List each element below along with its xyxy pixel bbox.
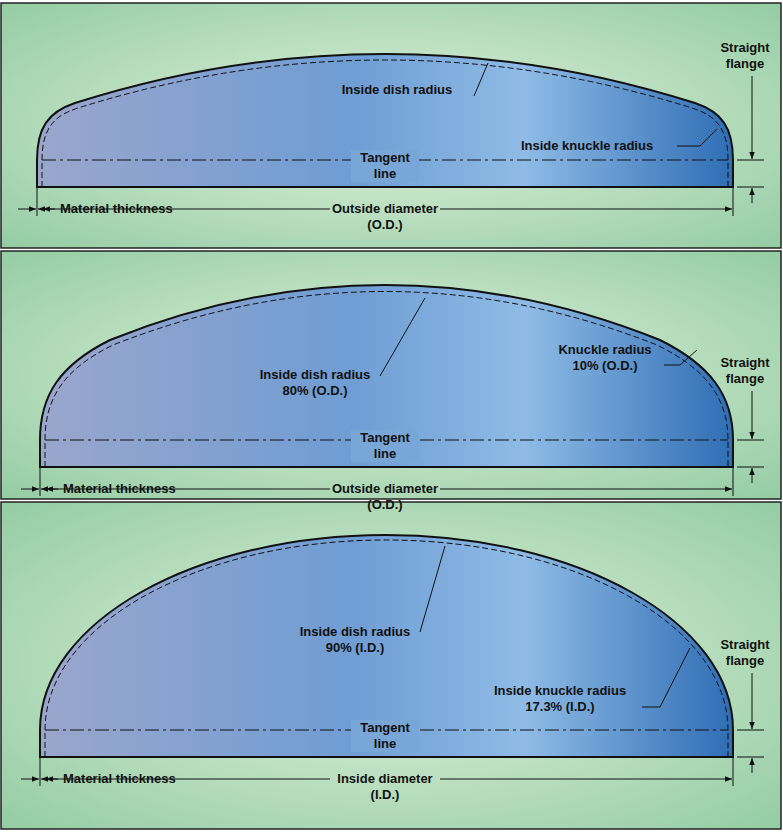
dimension-label: Inside dish radius 90% (I.D.) bbox=[291, 624, 419, 656]
dimension-label: Inside dish radius bbox=[332, 82, 462, 98]
tangent-line-label: Tangent line bbox=[351, 150, 419, 182]
dimension-label: Straight flange bbox=[714, 355, 776, 387]
dimension-label: Outside diameter (O.D.) bbox=[331, 481, 439, 513]
dimension-label: Inside knuckle radius 17.3% (I.D.) bbox=[482, 683, 638, 715]
dimension-label: Material thickness bbox=[60, 201, 173, 217]
dimension-label: Outside diameter (O.D.) bbox=[331, 201, 439, 233]
dimension-label: Material thickness bbox=[63, 771, 176, 787]
dimension-label: Knuckle radius 10% (O.D.) bbox=[549, 342, 661, 374]
tangent-line-label: Tangent line bbox=[351, 720, 419, 752]
dimension-label: Inside dish radius 80% (O.D.) bbox=[251, 367, 379, 399]
dimension-label: Inside knuckle radius bbox=[502, 138, 672, 154]
dimension-label: Inside diameter (I.D.) bbox=[335, 771, 435, 803]
dimension-label: Straight flange bbox=[714, 637, 776, 669]
dimension-label: Straight flange bbox=[714, 40, 776, 72]
dimension-label: Material thickness bbox=[63, 481, 176, 497]
tangent-line-label: Tangent line bbox=[351, 430, 419, 462]
